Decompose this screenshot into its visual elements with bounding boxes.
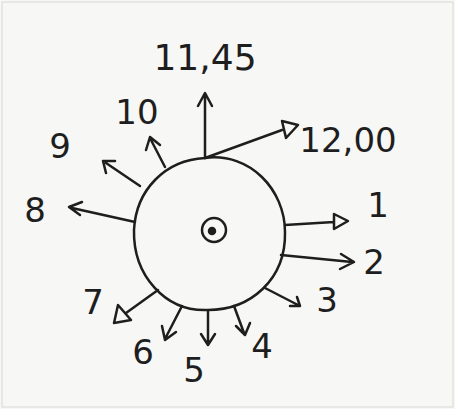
arrow <box>114 290 158 323</box>
arrow <box>146 137 165 167</box>
hour-number: 2 <box>363 245 385 279</box>
hour-number: 12,00 <box>299 123 396 157</box>
center-dot <box>209 228 215 234</box>
hour-number: 3 <box>316 283 338 317</box>
hour-number: 5 <box>183 353 205 387</box>
arrow <box>198 93 212 158</box>
outer-circle <box>134 157 285 310</box>
arrow <box>281 254 354 269</box>
hour-number: 9 <box>49 129 71 163</box>
inner-circle <box>202 218 226 242</box>
arrow <box>285 214 348 229</box>
hour-number: 10 <box>115 95 158 129</box>
hour-number: 6 <box>132 335 154 369</box>
arrow <box>69 202 135 222</box>
hour-number: 8 <box>24 193 46 227</box>
arrow <box>201 311 215 345</box>
hour-number: 11,45 <box>153 40 256 76</box>
arrow <box>205 121 298 158</box>
hour-number: 1 <box>367 188 389 222</box>
arrow <box>162 306 182 340</box>
hour-number: 4 <box>251 329 273 363</box>
arrow <box>234 306 250 335</box>
hour-number: 7 <box>82 285 104 319</box>
arrow <box>265 288 300 306</box>
arrow <box>103 161 140 186</box>
